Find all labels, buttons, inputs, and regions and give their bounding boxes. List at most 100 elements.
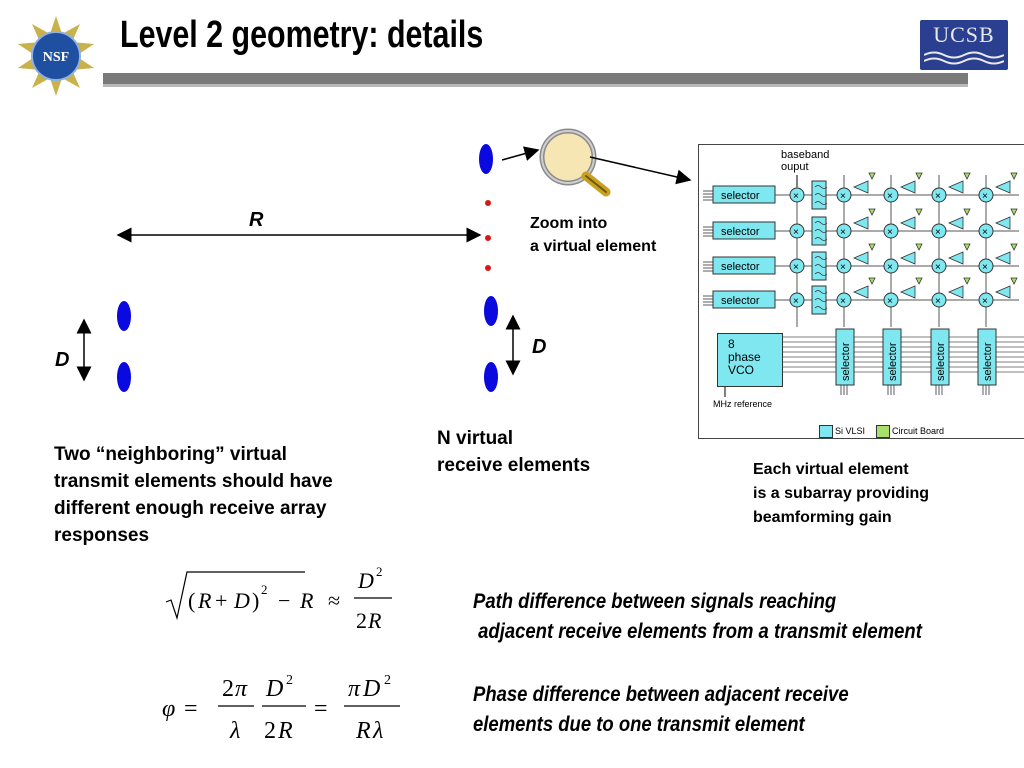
filter-icon: [814, 256, 828, 276]
phase-difference-equation: φ = 2 π λ D 2 2 R = π D 2 R λ: [162, 673, 400, 744]
path-difference-equation: ( R + D ) 2 − R ≈ D 2 2 R: [165, 564, 392, 633]
caption-line: Phase difference between adjacent receiv…: [473, 683, 849, 706]
svg-text:2: 2: [264, 718, 276, 744]
ucsb-logo: UCSB: [920, 20, 1008, 70]
svg-text:2: 2: [376, 564, 383, 579]
antenna-icon: [1010, 243, 1018, 251]
r-label: R: [249, 209, 264, 231]
bottom-selector-label: selector: [935, 342, 947, 381]
legend-si-swatch: [819, 425, 833, 438]
subarray-line: beamforming gain: [753, 509, 892, 526]
selector-label: selector: [721, 261, 760, 273]
zoom-arrow-out: [589, 156, 692, 185]
selector-label: selector: [721, 295, 760, 307]
mixer-icon: [931, 187, 947, 203]
svg-text:2: 2: [384, 673, 391, 688]
mixer-icon: [883, 292, 899, 308]
svg-text:2: 2: [356, 608, 367, 633]
antenna-icon: [915, 208, 923, 216]
title-underline: [103, 73, 968, 84]
svg-text:=: =: [314, 696, 328, 722]
amplifier-icon: [994, 251, 1011, 265]
bottom-selector-label: selector: [887, 342, 899, 381]
amplifier-icon: [899, 285, 916, 299]
antenna-icon: [915, 277, 923, 285]
bottom-selector-block: [882, 328, 902, 386]
selector-label: selector: [721, 190, 760, 202]
transmit-element-bottom: [117, 362, 131, 392]
mixer-x: ×: [887, 262, 893, 273]
mixer-x: ×: [793, 191, 799, 202]
vco-line3: VCO: [728, 363, 755, 377]
legend-board-swatch: [876, 425, 890, 438]
d-right-label: D: [532, 336, 547, 358]
amplifier-icon: [852, 216, 869, 230]
antenna-icon: [963, 277, 971, 285]
mixer-x: ×: [887, 191, 893, 202]
svg-text:λ: λ: [372, 718, 383, 744]
n-virtual-line1: N virtual: [437, 428, 514, 449]
mixer-x: ×: [840, 262, 846, 273]
antenna-icon: [1010, 172, 1018, 180]
mixer-icon: [931, 292, 947, 308]
mixer-x: ×: [840, 296, 846, 307]
subarray-line: Each virtual element: [753, 461, 909, 478]
mixer-x: ×: [887, 296, 893, 307]
svg-text:D: D: [357, 568, 374, 593]
mixer-icon: [978, 258, 994, 274]
antenna-icon: [963, 243, 971, 251]
subarray-circuit: selector×××××selector×××××selector×××××s…: [698, 144, 1024, 439]
antenna-icon: [868, 208, 876, 216]
amplifier-icon: [947, 216, 964, 230]
mixer-x: ×: [935, 227, 941, 238]
amplifier-icon: [899, 216, 916, 230]
legend-board-label: Circuit Board: [892, 426, 945, 436]
mixer-icon: [789, 258, 805, 274]
svg-text:): ): [252, 588, 259, 613]
mixer-icon: [931, 223, 947, 239]
mixer-icon: [836, 223, 852, 239]
antenna-icon: [868, 172, 876, 180]
svg-text:−: −: [278, 588, 290, 613]
path-difference-caption: Path difference between signals reaching…: [473, 587, 922, 647]
amplifier-icon: [947, 285, 964, 299]
ucsb-logo-text: UCSB: [933, 22, 995, 47]
mixer-x: ×: [793, 296, 799, 307]
amplifier-icon: [994, 216, 1011, 230]
filter-icon: [814, 185, 828, 205]
amplifier-icon: [947, 251, 964, 265]
magnifier-icon: [539, 128, 611, 197]
nsf-logo: NSF: [18, 16, 94, 96]
bottom-selector-label: selector: [840, 342, 852, 381]
mixer-icon: [978, 292, 994, 308]
caption-line: adjacent receive elements from a transmi…: [473, 620, 922, 643]
subarray-line: is a subarray providing: [753, 485, 930, 502]
svg-text:2: 2: [286, 673, 293, 688]
wave-icon: [924, 51, 1004, 65]
receive-element-3: [484, 362, 498, 392]
amplifier-icon: [994, 180, 1011, 194]
amplifier-icon: [899, 251, 916, 265]
svg-text:π: π: [348, 676, 361, 702]
circuit-schematic: selector×××××selector×××××selector×××××s…: [703, 172, 1024, 397]
bottom-selector-label: selector: [982, 342, 994, 381]
baseband-label: baseband ouput: [781, 149, 829, 173]
filter-icon: [814, 290, 828, 310]
svg-text:2: 2: [261, 582, 268, 597]
legend-si-label: Si VLSI: [835, 426, 866, 436]
antenna-icon: [1010, 208, 1018, 216]
mixer-icon: [836, 292, 852, 308]
zoom-label-line1: Zoom into: [530, 215, 608, 232]
mixer-x: ×: [982, 296, 988, 307]
svg-text:D: D: [362, 676, 380, 702]
receive-element-2: [484, 296, 498, 326]
caption-line: elements due to one transmit element: [473, 713, 805, 736]
ellipsis-dot-3: [485, 265, 491, 271]
mixer-x: ×: [935, 296, 941, 307]
mixer-x: ×: [982, 191, 988, 202]
svg-text:R: R: [355, 718, 371, 744]
phase-difference-caption: Phase difference between adjacent receiv…: [473, 680, 849, 740]
mixer-icon: [836, 187, 852, 203]
mixer-icon: [883, 223, 899, 239]
